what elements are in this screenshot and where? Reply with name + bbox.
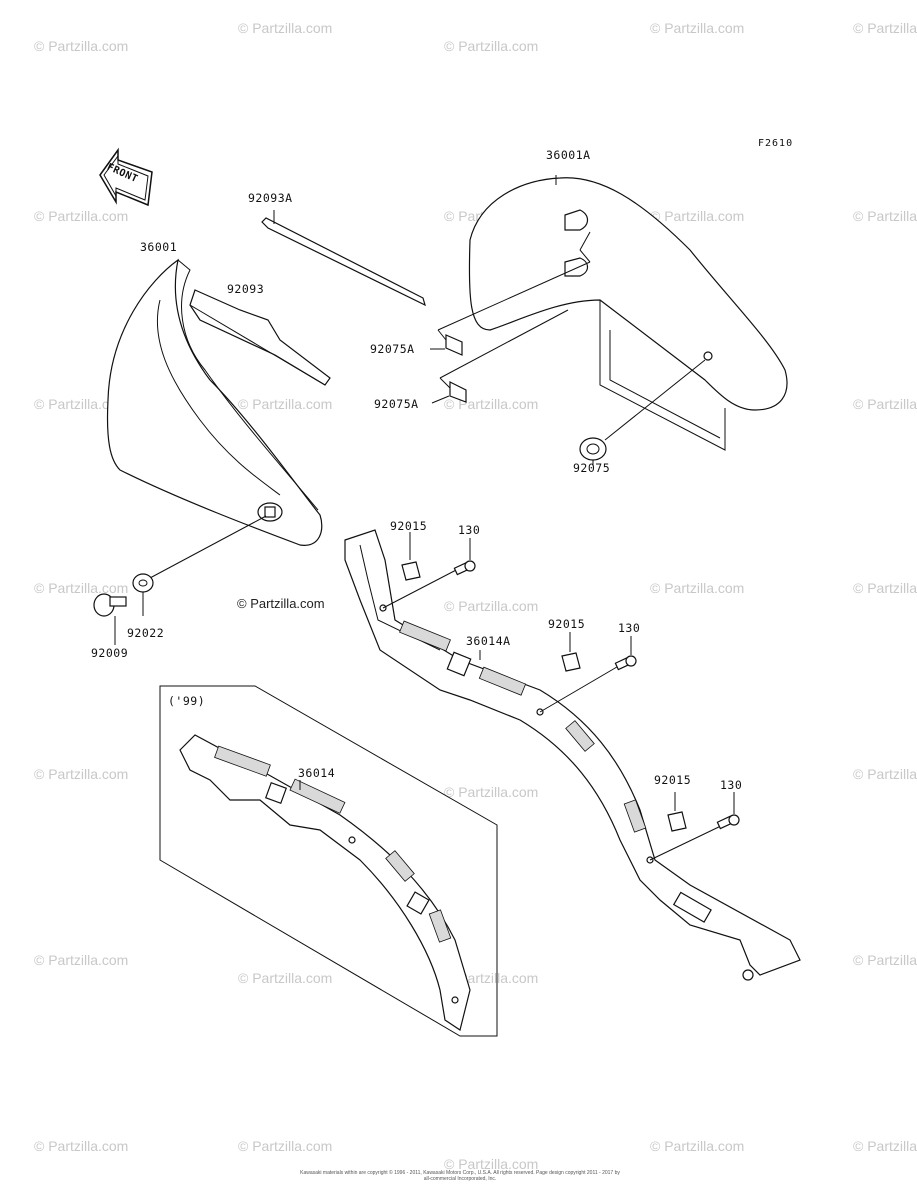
watermark: © Partzilla.com <box>238 20 333 36</box>
watermark: © Partzilla.com <box>34 38 129 54</box>
watermark: © Partzilla.com <box>650 580 745 596</box>
nut-92015-1 <box>382 532 461 609</box>
watermark: © Partzilla.com <box>444 38 539 54</box>
part-label-36001: 36001 <box>140 240 178 254</box>
bolt-130-1 <box>453 538 476 576</box>
watermark: © Partzilla.com <box>34 952 129 968</box>
watermark: © Partzilla.com <box>853 1138 917 1154</box>
part-label-36014A: 36014A <box>466 634 511 648</box>
watermark: © Partzilla.com <box>444 598 539 614</box>
center-watermark: © Partzilla.com <box>237 596 325 611</box>
side-cover-right <box>468 175 788 451</box>
watermark: © Partzilla.com <box>238 970 333 986</box>
seal-strip-92093A <box>261 210 426 307</box>
watermark: © Partzilla.com <box>34 1138 129 1154</box>
part-label-130-2: 130 <box>618 621 641 635</box>
part-label-92015-1: 92015 <box>390 519 428 533</box>
part-label-130-1: 130 <box>458 523 481 537</box>
figure-id: F2610 <box>758 138 794 149</box>
clip-92075A-lower <box>431 309 569 404</box>
part-label-92093A: 92093A <box>248 191 293 205</box>
part-label-130-3: 130 <box>720 778 743 792</box>
part-label-92009: 92009 <box>91 646 129 660</box>
watermark: © Partzilla.com <box>853 766 917 782</box>
bolt-130-2 <box>614 636 637 671</box>
part-label-36014: 36014 <box>298 766 336 780</box>
part-label-92075A-lower: 92075A <box>374 397 419 411</box>
watermark: © Partzilla.com <box>34 396 129 412</box>
seal-strip-92093 <box>189 289 331 386</box>
watermark: © Partzilla.com <box>650 1138 745 1154</box>
bracket-36014A <box>344 529 801 981</box>
front-arrow-icon <box>99 147 153 207</box>
part-label-92022: 92022 <box>127 626 165 640</box>
watermark: © Partzilla.com <box>34 766 129 782</box>
part-label-92075: 92075 <box>573 461 611 475</box>
watermark: © Partzilla.com <box>853 396 917 412</box>
clip-92075A-upper <box>430 231 591 356</box>
watermark: © Partzilla.com <box>34 580 129 596</box>
part-label-92015-2: 92015 <box>548 617 586 631</box>
part-label-99-variant: ('99) <box>168 694 206 708</box>
watermark: © Partzilla.com <box>444 1156 539 1172</box>
watermark: © Partzilla.com <box>853 580 917 596</box>
part-label-36001A: 36001A <box>546 148 591 162</box>
part-label-92015-3: 92015 <box>654 773 692 787</box>
watermark: © Partzilla.com <box>853 952 917 968</box>
part-label-92075A-upper: 92075A <box>370 342 415 356</box>
watermark: © Partzilla.com <box>444 396 539 412</box>
watermark: © Partzilla.com <box>34 208 129 224</box>
watermark: © Partzilla.com <box>853 208 917 224</box>
watermark: © Partzilla.com <box>853 20 917 36</box>
nut-92015-3 <box>649 792 726 861</box>
nut-92015-2 <box>539 632 623 713</box>
watermark: © Partzilla.com <box>444 784 539 800</box>
grommet-92075 <box>579 437 607 466</box>
watermark: © Partzilla.com <box>650 208 745 224</box>
watermark: © Partzilla.com <box>238 1138 333 1154</box>
copyright-footer: Kawasaki materials within are copyright … <box>300 1170 620 1182</box>
inset-99-box <box>159 685 498 1037</box>
bolt-92009 <box>93 593 127 645</box>
watermark: © Partzilla.com <box>650 20 745 36</box>
bracket-36014 <box>179 734 471 1031</box>
washer-92022 <box>132 573 154 616</box>
side-cover-left <box>106 258 323 579</box>
bolt-130-3 <box>716 792 740 830</box>
part-label-92093: 92093 <box>227 282 265 296</box>
watermark: © Partzilla.com <box>238 396 333 412</box>
